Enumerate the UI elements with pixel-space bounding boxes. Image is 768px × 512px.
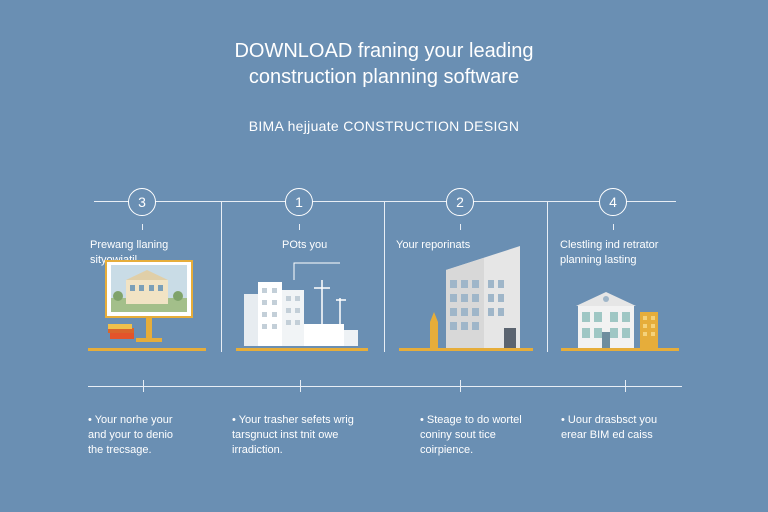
step-tick-2 xyxy=(299,224,300,230)
building-illustration-1 xyxy=(244,262,358,346)
timeline-top-line xyxy=(94,201,676,202)
step-label-3: Your reporinats xyxy=(396,239,471,251)
step-label-4: Clestling ind retrator planning lasting xyxy=(560,239,659,266)
ground-4 xyxy=(561,348,679,351)
building-illustration-2 xyxy=(430,246,520,348)
step-number-4: 4 xyxy=(599,188,627,216)
timeline-marker-3 xyxy=(460,380,461,392)
step-label-2: POts you xyxy=(282,239,328,251)
timeline-marker-4 xyxy=(625,380,626,392)
step-number-1: 3 xyxy=(128,188,156,216)
divider-3 xyxy=(547,201,548,352)
divider-2 xyxy=(384,201,385,352)
title-line-1: DOWNLOAD franing your leading xyxy=(234,40,534,62)
description-4: • Uour drasbsct you erear BIM ed caiss xyxy=(561,414,658,441)
description-1: • Your norhe your and your to denio the … xyxy=(88,414,174,456)
ground-2 xyxy=(236,348,368,351)
step-tick-4 xyxy=(613,224,614,230)
description-2: • Your trasher sefets wrig tarsgnuct ins… xyxy=(232,414,354,456)
step-number-3: 2 xyxy=(446,188,474,216)
step-tick-3 xyxy=(460,224,461,230)
timeline-bottom-line xyxy=(88,386,682,387)
timeline-marker-2 xyxy=(300,380,301,392)
description-3: • Steage to do wortel coniny sout tice c… xyxy=(420,414,522,456)
timeline-marker-1 xyxy=(143,380,144,392)
ground-1 xyxy=(88,348,206,351)
subtitle: BIMA hejjuate CONSTRUCTION DESIGN xyxy=(248,118,520,134)
ground-3 xyxy=(399,348,533,351)
step-tick-1 xyxy=(142,224,143,230)
monitor-illustration xyxy=(105,260,193,342)
title-line-2: construction planning software xyxy=(248,66,520,88)
step-number-2: 1 xyxy=(285,188,313,216)
building-illustration-3 xyxy=(576,292,658,348)
divider-1 xyxy=(221,201,222,352)
